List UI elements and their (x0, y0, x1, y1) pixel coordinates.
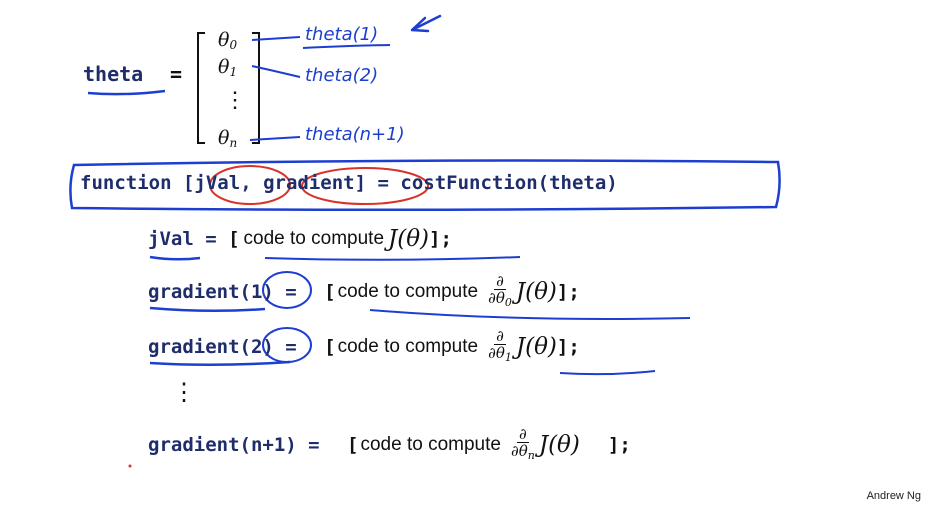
jval-output: jVal (194, 172, 241, 194)
jval-underline (149, 255, 201, 261)
theta-equals: = (170, 62, 183, 86)
function-name: costFunction(theta) (400, 172, 618, 194)
red-dot (128, 464, 132, 468)
jval-line: jVal = [ code to compute J(θ) ]; (148, 226, 452, 252)
grad1-code-underline (369, 309, 691, 320)
arrow-icon (410, 14, 442, 33)
annotation-thetan1: theta(n+1) (305, 124, 405, 145)
cost-expr: J(θ) (388, 226, 430, 252)
author-credit: Andrew Ng (866, 490, 921, 502)
grad2-expr-underline (559, 370, 656, 376)
vector-right-bracket (252, 32, 260, 144)
connector-thetan (249, 136, 301, 141)
function-keyword: function (80, 172, 172, 194)
gradientn-line: gradient(n+1) = [ code to compute ∂ ∂θn … (148, 425, 631, 462)
connector-theta1 (251, 65, 301, 78)
jval-circle (209, 165, 291, 205)
partial-derivative-n: ∂ ∂θn (510, 425, 535, 462)
gradient1-line: gradient(1) = [ code to compute ∂ ∂θ0 J(… (148, 272, 580, 309)
theta1-underline (302, 44, 391, 49)
grad2-index-circle (262, 327, 312, 363)
vector-left-bracket (197, 32, 205, 144)
vector-theta0: θ0 (218, 29, 238, 52)
annotation-theta1: theta(1) (305, 24, 379, 45)
jval-code-underline (264, 256, 521, 261)
grad1-index-circle (262, 271, 312, 309)
connector-theta0 (251, 36, 301, 41)
vector-dots: ⋮ (224, 88, 246, 113)
grad2-underline (149, 360, 291, 367)
theta-underline (87, 89, 166, 96)
gradient2-line: gradient(2) = [ code to compute ∂ ∂θ1 J(… (148, 327, 580, 364)
theta-label: theta (83, 62, 144, 86)
ellipsis-dots: ⋮ (172, 378, 196, 406)
partial-derivative-1: ∂ ∂θ1 (488, 327, 512, 364)
annotation-theta2: theta(2) (305, 65, 379, 86)
function-signature: function [jVal, gradient] = costFunction… (80, 172, 618, 194)
vector-thetan: θn (218, 127, 238, 150)
gradient-output: gradient (263, 172, 355, 194)
vector-theta1: θ1 (218, 56, 238, 79)
grad1-underline (149, 306, 266, 313)
function-box (69, 159, 781, 212)
partial-derivative-0: ∂ ∂θ0 (488, 272, 512, 309)
gradient-circle (301, 167, 429, 205)
